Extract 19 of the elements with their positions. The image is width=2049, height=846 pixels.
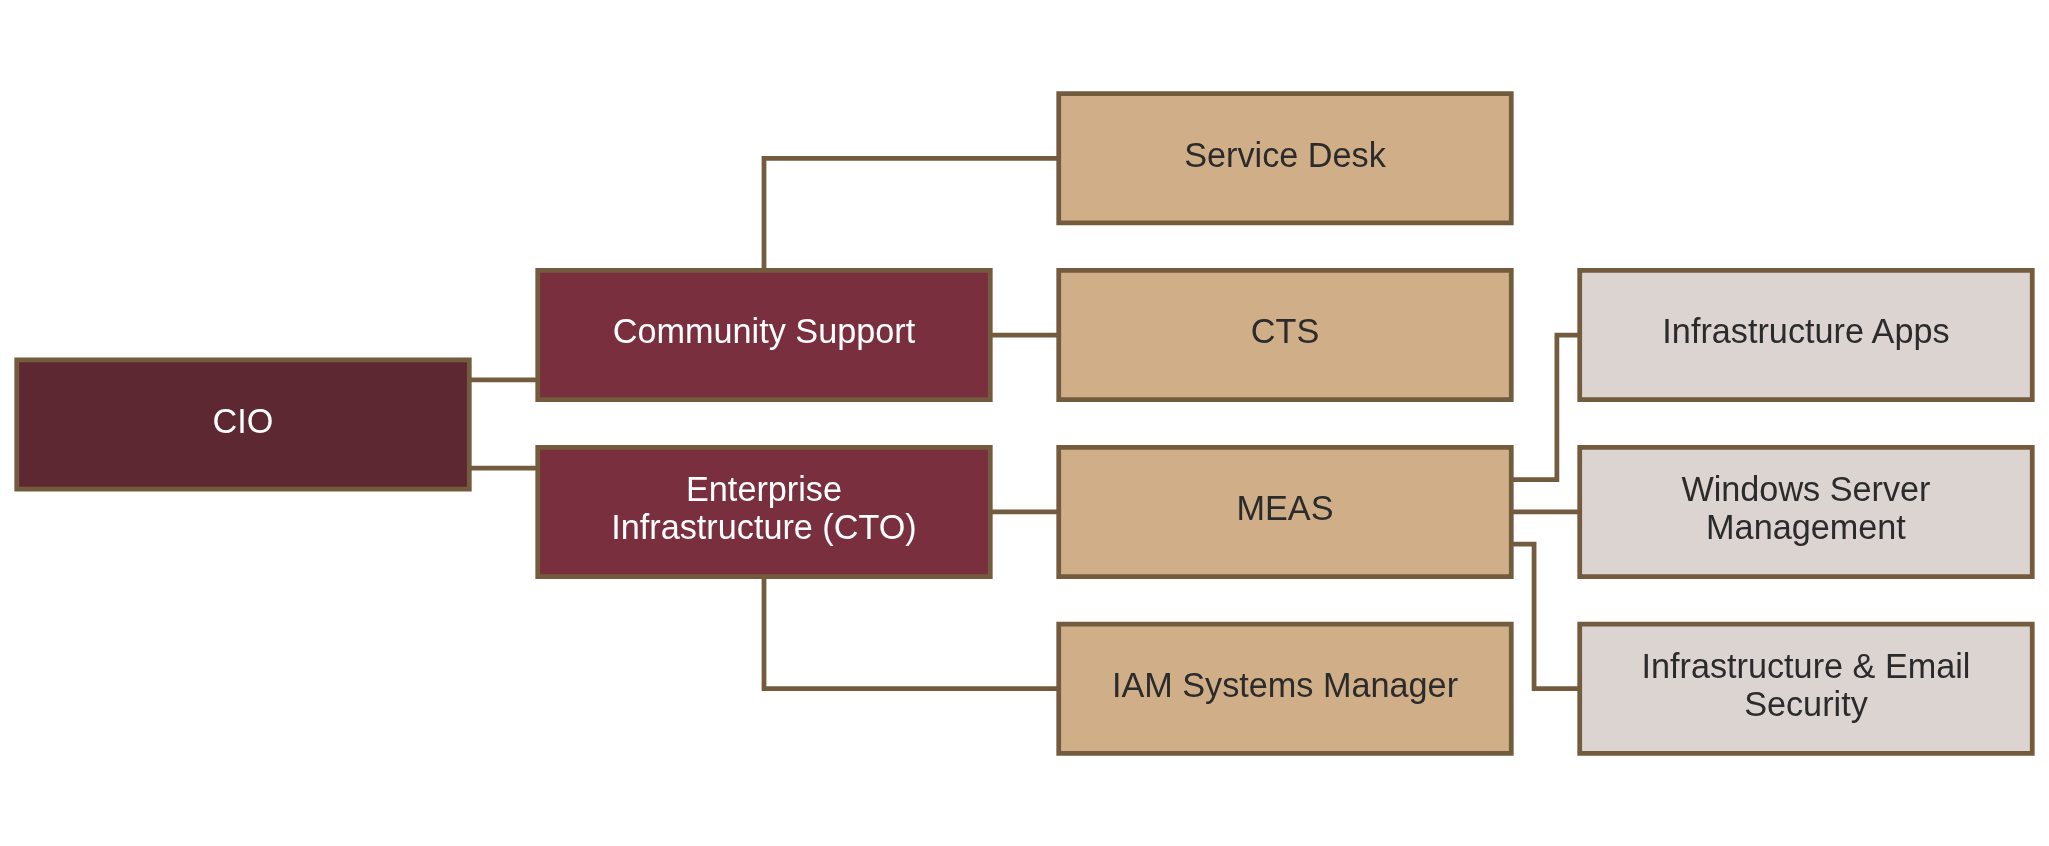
connector: [1511, 541, 1580, 691]
node-box: Community Support: [535, 267, 993, 402]
node-box: IAM Systems Manager: [1056, 621, 1514, 756]
connector: [991, 332, 1058, 337]
node-box: Infrastructure & Email Security: [1577, 621, 2035, 756]
node-box: Enterprise Infrastructure (CTO): [535, 444, 993, 579]
node-box: MEAS: [1056, 444, 1514, 579]
node-box: Service Desk: [1056, 90, 1514, 225]
connector: [761, 576, 1058, 691]
connector: [761, 155, 1058, 270]
connector: [470, 465, 537, 471]
connector: [1512, 509, 1579, 514]
node-box: Windows Server Management: [1577, 444, 2035, 579]
connector: [1511, 332, 1579, 482]
node-box: CIO: [14, 356, 472, 491]
node-box: Infrastructure Apps: [1577, 267, 2035, 402]
connector: [470, 376, 537, 382]
node-box: CTS: [1056, 267, 1514, 402]
connector: [991, 509, 1058, 514]
